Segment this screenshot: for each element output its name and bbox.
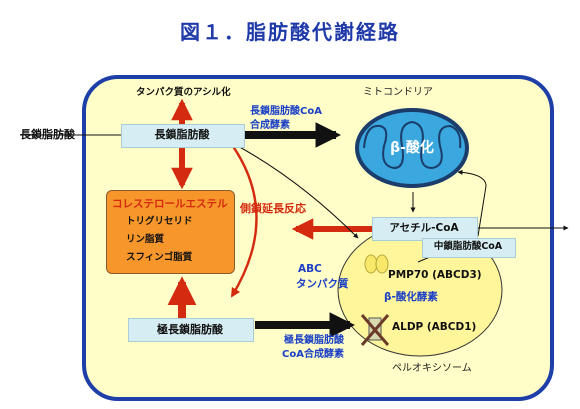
vl-synthase-label-line1: 極長鎖脂肪酸: [284, 335, 344, 346]
arrow-side-chain-elongation: [229, 141, 258, 298]
peroxisome-label: ペルオキシソーム: [392, 363, 472, 374]
arrow-mcfa-to-mito: [457, 169, 487, 237]
mcfa-coa-box: [422, 238, 516, 258]
abc-label-line2: タンパク質: [296, 278, 349, 290]
lipid-item: スフィンゴ脂質: [126, 252, 193, 263]
lcfa-label: 長鎖脂肪酸: [154, 128, 210, 141]
arrow-lcfa-to-peroxisome: [235, 144, 359, 239]
beta-oxidation-enzyme-label: β-酸化酵素: [384, 291, 438, 303]
protein-acylation-label: タンパク質のアシル化: [136, 87, 231, 98]
mcfa-coa-label: 中鎖脂肪酸CoA: [433, 241, 503, 252]
pmp70-label: PMP70 (ABCD3): [388, 269, 482, 281]
input-lcfa-label: 長鎖脂肪酸: [20, 128, 75, 141]
lipid-item: トリグリセリド: [126, 216, 193, 227]
vl-synthase-label-line2: CoA合成酵素: [282, 349, 344, 360]
lcfa-box: [121, 124, 245, 148]
side-chain-elongation-label: 側鎖延長反応: [240, 202, 306, 215]
mito-beta-oxidation-label: β-酸化: [390, 140, 434, 156]
abc-label-line1: ABC: [298, 263, 322, 275]
lipids-title: コレステロールエステル: [112, 198, 228, 210]
lipid-item: リン脂質: [126, 234, 165, 245]
lipids-box: [106, 190, 235, 274]
lc-synthase-label-line1: 長鎖脂肪酸CoA: [250, 106, 322, 117]
acetyl-coa-label: アセチル-CoA: [389, 222, 459, 234]
lc-synthase-label-line2: 合成酵素: [250, 120, 290, 131]
figure-title: 図１．脂肪酸代謝経路: [180, 20, 400, 44]
abc-transporter-icon: [364, 254, 389, 274]
vlcfa-box: [128, 318, 254, 342]
vlcfa-label: 極長鎖脂肪酸: [157, 323, 223, 336]
mitochondria-label: ミトコンドリア: [363, 87, 433, 98]
acetyl-coa-box: [372, 217, 478, 241]
mitochondria-organelle: [355, 108, 469, 188]
aldp-label: ALDP (ABCD1): [392, 321, 477, 333]
